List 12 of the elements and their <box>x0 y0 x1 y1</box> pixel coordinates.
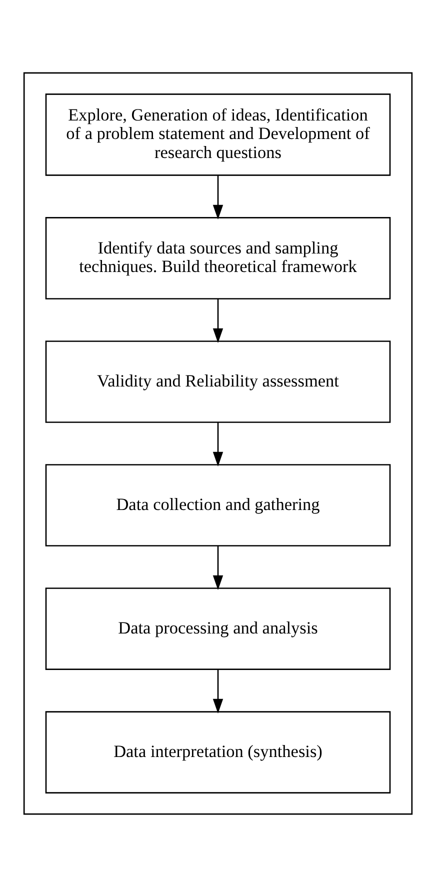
arrow <box>212 546 224 590</box>
node-box: Validity and Reliability assessment <box>45 340 391 423</box>
node-box: Explore, Generation of ideas, Identification of a problem statement and Development of research questions <box>45 94 391 176</box>
node-box: Identify data sources and sampling techniques. Build theoretical framework <box>45 217 391 300</box>
arrow <box>212 669 224 714</box>
arrow <box>212 175 224 220</box>
arrow <box>212 298 224 343</box>
node-box: Data processing and analysis <box>45 588 391 670</box>
arrow <box>212 422 224 466</box>
cluster <box>23 72 413 815</box>
node-box: Data interpretation (synthesis) <box>45 711 391 794</box>
node-box: Data collection and gathering <box>45 464 391 546</box>
